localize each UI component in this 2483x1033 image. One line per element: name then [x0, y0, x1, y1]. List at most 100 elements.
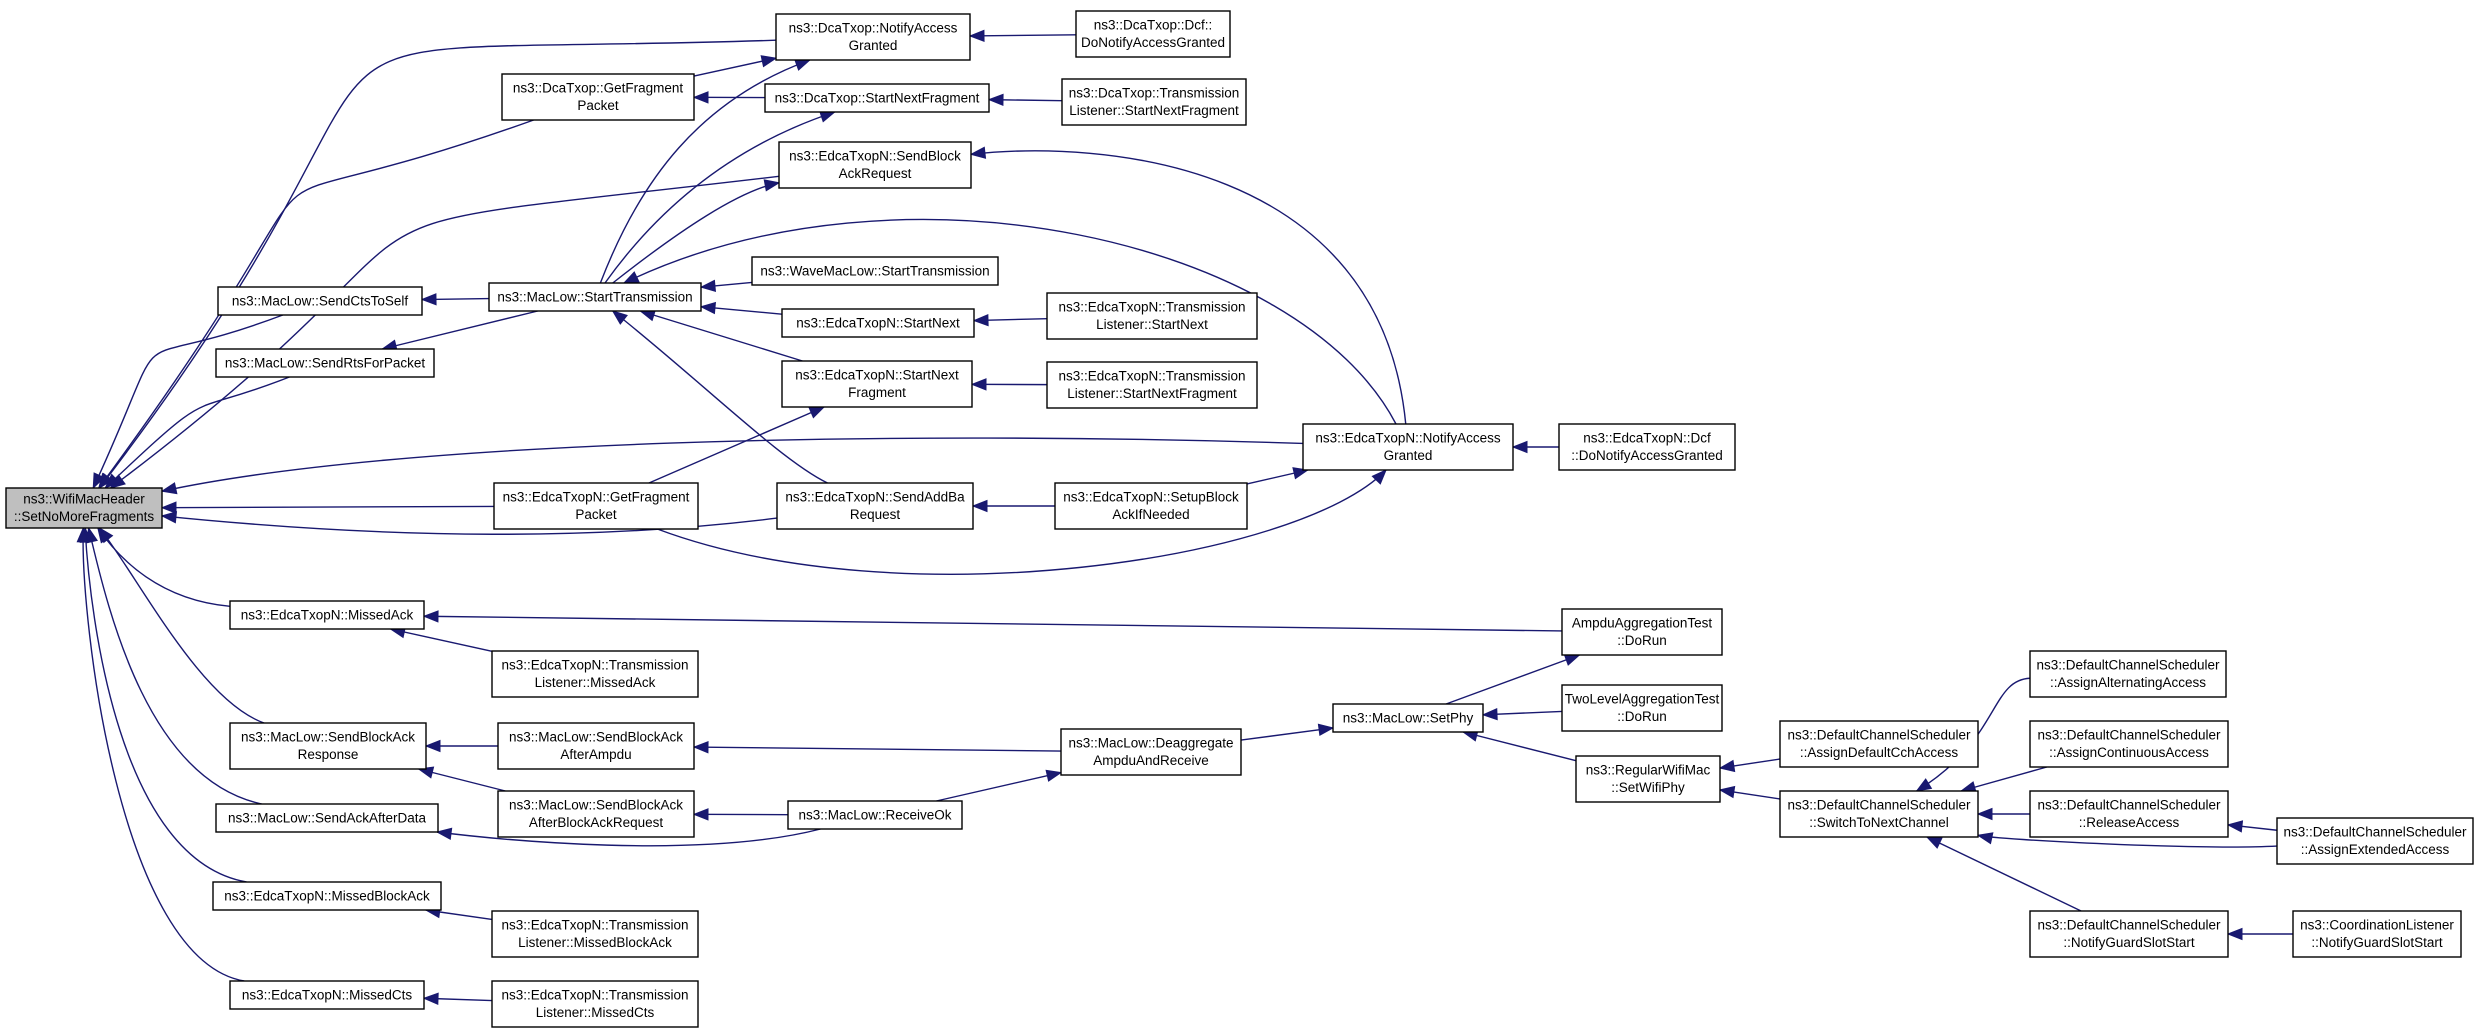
function-node[interactable]: TwoLevelAggregationTest::DoRun [1561, 684, 1723, 732]
node-box [1046, 361, 1258, 409]
call-edge [693, 746, 1062, 752]
node-box [5, 487, 163, 529]
node-box [501, 73, 695, 121]
node-box [2292, 910, 2462, 958]
call-edge [612, 182, 780, 284]
call-edge [640, 310, 803, 362]
function-node[interactable]: ns3::DefaultChannelScheduler::NotifyGuar… [2029, 910, 2229, 958]
call-edge [84, 527, 247, 883]
function-node[interactable]: ns3::CoordinationListener::NotifyGuardSl… [2292, 910, 2462, 958]
arrowhead-icon [92, 472, 105, 490]
node-label: ns3::WaveMacLow::StartTransmission [760, 263, 989, 278]
function-node[interactable]: ns3::WaveMacLow::StartTransmission [751, 256, 999, 286]
function-node[interactable]: ns3::MacLow::SetPhy [1332, 703, 1484, 733]
call-edge [98, 119, 534, 489]
function-node[interactable]: ns3::RegularWifiMac::SetWifiPhy [1575, 755, 1721, 803]
node-label: ns3::DefaultChannelScheduler [1787, 798, 1971, 813]
call-edge [161, 437, 1304, 492]
function-node[interactable]: ns3::MacLow::SendBlockAckAfterBlockAckRe… [497, 790, 695, 838]
function-node[interactable]: ns3::DefaultChannelScheduler::AssignDefa… [1779, 720, 1979, 768]
arrowhead-icon [424, 739, 441, 753]
arrowhead-icon [422, 992, 439, 1005]
function-node[interactable]: ns3::EdcaTxopN::StartNext [781, 308, 975, 338]
arrowhead-icon [160, 482, 178, 495]
node-box [1046, 292, 1258, 340]
function-node[interactable]: ns3::DcaTxop::Dcf::DoNotifyAccessGranted [1075, 10, 1231, 58]
function-node[interactable]: ns3::MacLow::SendAckAfterData [215, 803, 439, 833]
node-box [764, 83, 990, 113]
call-edge [969, 34, 1077, 37]
arrowhead-icon [969, 146, 987, 159]
node-label: ns3::DcaTxop::GetFragment [513, 81, 684, 96]
root-node[interactable]: ns3::WifiMacHeader::SetNoMoreFragments [5, 487, 163, 529]
function-node[interactable]: ns3::DefaultChannelScheduler::SwitchToNe… [1779, 790, 1979, 838]
edges-layer [76, 29, 2293, 1005]
node-label: AfterBlockAckRequest [529, 815, 664, 830]
function-node[interactable]: ns3::EdcaTxopN::MissedCts [229, 980, 425, 1010]
node-label: ns3::RegularWifiMac [1586, 763, 1711, 778]
call-edge [1462, 731, 1577, 762]
function-node[interactable]: ns3::MacLow::SendCtsToSelf [217, 286, 423, 316]
node-box [2029, 650, 2227, 698]
function-node[interactable]: ns3::DefaultChannelScheduler::AssignCont… [2029, 720, 2229, 768]
function-node[interactable]: ns3::DcaTxop::NotifyAccessGranted [775, 13, 971, 61]
function-node[interactable]: ns3::EdcaTxopN::MissedBlockAck [212, 881, 442, 911]
function-node[interactable]: ns3::EdcaTxopN::TransmissionListener::Mi… [491, 650, 699, 698]
arrowhead-icon [2226, 820, 2244, 833]
function-node[interactable]: ns3::DcaTxop::TransmissionListener::Star… [1061, 78, 1247, 126]
function-node[interactable]: ns3::EdcaTxopN::TransmissionListener::St… [1046, 292, 1258, 340]
arrowhead-icon [1045, 769, 1063, 782]
function-node[interactable]: ns3::EdcaTxopN::StartNextFragment [781, 360, 973, 408]
function-node[interactable]: ns3::DefaultChannelScheduler::AssignExte… [2276, 817, 2474, 865]
arrowhead-icon [1563, 654, 1581, 666]
call-edge [970, 150, 1407, 425]
function-node[interactable]: ns3::DefaultChannelScheduler::AssignAlte… [2029, 650, 2227, 698]
node-label: ns3::DcaTxop::Dcf:: [1094, 18, 1213, 33]
node-box [2029, 720, 2229, 768]
node-box [1060, 728, 1242, 776]
function-node[interactable]: ns3::EdcaTxopN::TransmissionListener::Mi… [491, 910, 699, 958]
node-box [1075, 10, 1231, 58]
node-label: ns3::DcaTxop::Transmission [1069, 86, 1240, 101]
call-edge [936, 771, 1062, 802]
function-node[interactable]: ns3::EdcaTxopN::NotifyAccessGranted [1302, 423, 1514, 471]
node-label: AmpduAggregationTest [1572, 616, 1713, 631]
arrowhead-icon [760, 55, 778, 68]
node-label: Listener::StartNext [1096, 317, 1208, 332]
node-label: ns3::DcaTxop::NotifyAccess [789, 21, 958, 36]
function-node[interactable]: ns3::EdcaTxopN::TransmissionListener::Mi… [491, 980, 699, 1028]
arrowhead-icon [971, 499, 988, 513]
call-edge [161, 505, 495, 509]
function-node[interactable]: ns3::EdcaTxopN::MissedAck [229, 600, 425, 630]
node-label: ::NotifyGuardSlotStart [2311, 935, 2443, 950]
arrowhead-icon [1718, 759, 1736, 773]
node-label: ::AssignContinuousAccess [2049, 745, 2209, 760]
call-edge [423, 615, 1563, 632]
node-box [1561, 684, 1723, 732]
function-node[interactable]: ns3::MacLow::SendRtsForPacket [215, 348, 435, 378]
function-node[interactable]: ns3::DefaultChannelScheduler::ReleaseAcc… [2029, 790, 2229, 838]
function-node[interactable]: ns3::EdcaTxopN::TransmissionListener::St… [1046, 361, 1258, 409]
node-label: ::AssignExtendedAccess [2301, 842, 2450, 857]
function-node[interactable]: ns3::MacLow::ReceiveOk [787, 800, 963, 830]
node-label: ns3::DefaultChannelScheduler [1787, 728, 1971, 743]
node-box [212, 881, 442, 911]
function-node[interactable]: ns3::DcaTxop::StartNextFragment [764, 83, 990, 113]
function-node[interactable]: AmpduAggregationTest::DoRun [1561, 608, 1723, 656]
call-edge [623, 218, 1397, 425]
function-node[interactable]: ns3::MacLow::StartTransmission [488, 282, 702, 312]
node-label: ns3::EdcaTxopN::Transmission [1058, 369, 1245, 384]
function-node[interactable]: ns3::EdcaTxopN::Dcf::DoNotifyAccessGrant… [1558, 423, 1736, 471]
node-box [229, 980, 425, 1010]
node-label: ns3::WifiMacHeader [23, 492, 145, 507]
node-label: ns3::EdcaTxopN::StartNext [796, 315, 960, 330]
node-label: AfterAmpdu [560, 747, 631, 762]
